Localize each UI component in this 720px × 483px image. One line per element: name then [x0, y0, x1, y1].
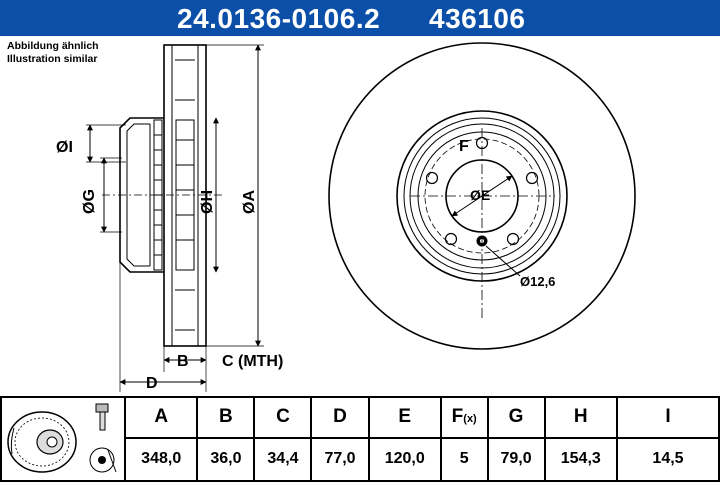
col-header-c: C: [253, 396, 313, 439]
dim-label-c: C (MTH): [222, 353, 283, 370]
col-header-f: F(x): [439, 396, 489, 439]
front-dimensions: [451, 175, 521, 277]
disc-ring-outline: [163, 44, 207, 347]
illustration-note: Abbildung ähnlich Illustration similar: [7, 40, 99, 66]
value-b: 36,0: [196, 436, 256, 483]
col-header-b: B: [196, 396, 256, 439]
vent-slots: [175, 59, 195, 331]
part-number: 24.0136-0106.2: [177, 3, 381, 34]
col-header-f-suffix: (x): [463, 413, 477, 426]
value-f: 5: [439, 436, 489, 483]
title-bar: 24.0136-0106.2 436106: [0, 0, 720, 36]
col-header-a: A: [123, 396, 199, 439]
disc-thumbnail: [7, 403, 117, 473]
dim-label-bolt-hole: Ø12,6: [520, 274, 555, 289]
col-header-e: E: [367, 396, 442, 439]
dim-label-d: D: [146, 375, 158, 392]
front-view: [328, 42, 636, 350]
disc-thumbnail-cell: [0, 396, 126, 482]
dim-label-a: ØA: [241, 190, 258, 214]
wheel-bolt-icon: [95, 403, 109, 431]
value-a: 348,0: [123, 436, 199, 483]
dim-label-e: ØE: [470, 187, 490, 203]
value-h: 154,3: [543, 436, 619, 483]
caption-english: Illustration similar: [7, 53, 98, 65]
technical-drawing: ØI ØG ØH ØA B C (MTH) D: [56, 42, 636, 392]
value-c: 34,4: [253, 436, 313, 483]
mounting-screw-icon: [89, 447, 117, 473]
value-d: 77,0: [310, 436, 370, 483]
dim-label-h: ØH: [199, 190, 216, 214]
reference-number: 436106: [429, 3, 526, 34]
side-view: [102, 44, 225, 347]
col-header-g: G: [486, 396, 546, 439]
side-dimensions: [86, 44, 264, 392]
dim-label-f: F: [459, 138, 469, 155]
dim-label-i: ØI: [56, 139, 73, 156]
dim-label-b: B: [177, 353, 189, 370]
spec-table: A B C D E F(x) G H I 348,0 36,0 34,4 77,…: [0, 396, 720, 483]
hub-hole-pattern: [154, 134, 162, 256]
value-g: 79,0: [486, 436, 546, 483]
dim-label-g: ØG: [81, 189, 98, 214]
col-header-i: I: [616, 396, 720, 439]
col-header-d: D: [310, 396, 370, 439]
col-header-h: H: [543, 396, 619, 439]
caption-german: Abbildung ähnlich: [7, 40, 99, 52]
disc-outer-edge: [328, 42, 636, 350]
value-e: 120,0: [367, 436, 442, 483]
value-i: 14,5: [616, 436, 720, 483]
